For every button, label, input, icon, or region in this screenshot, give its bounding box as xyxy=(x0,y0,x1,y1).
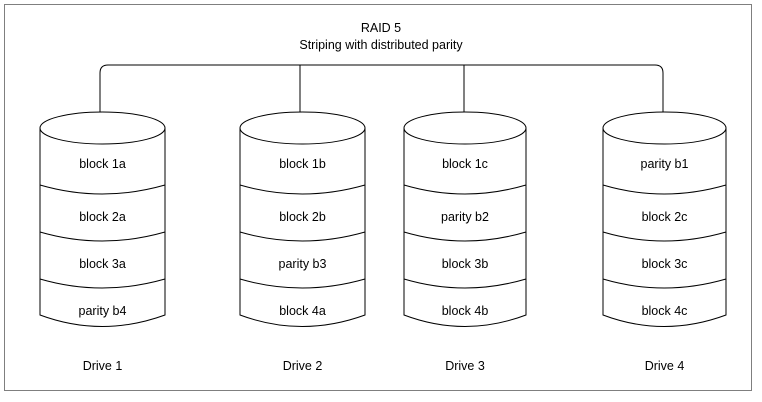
drive-2-block-2: block 2b xyxy=(279,210,326,224)
diagram-subtitle: Striping with distributed parity xyxy=(299,38,463,52)
drive-3-group[interactable]: block 1c parity b2 block 3b block 4b Dri… xyxy=(403,111,527,373)
controller-bus xyxy=(99,64,664,128)
drive-2-divider-2 xyxy=(239,231,366,242)
drive-3-block-1: block 1c xyxy=(442,157,488,171)
drive-3-label: Drive 3 xyxy=(445,359,485,373)
drive-1-cylinder-top xyxy=(39,111,166,145)
drive-4-block-3: block 3c xyxy=(642,257,688,271)
drive-2-block-4: block 4a xyxy=(279,304,326,318)
drive-4-cylinder-body xyxy=(602,127,727,327)
drive-3-block-3: block 3b xyxy=(442,257,489,271)
diagram-title: RAID 5 xyxy=(361,21,401,35)
drive-4-divider-2 xyxy=(602,231,727,242)
drive-1-block-3: block 3a xyxy=(79,257,126,271)
drive-3-divider-3 xyxy=(403,278,527,289)
drive-4-cylinder-top xyxy=(602,111,727,145)
drive-4-block-1: parity b1 xyxy=(641,157,689,171)
drive-3-cylinder-body xyxy=(403,127,527,327)
drive-1-divider-2 xyxy=(39,231,166,242)
drive-1-block-4: parity b4 xyxy=(79,304,127,318)
drive-1-block-1: block 1a xyxy=(79,157,126,171)
drive-4-block-4: block 4c xyxy=(642,304,688,318)
drive-2-divider-1 xyxy=(239,184,366,195)
drive-4-group[interactable]: parity b1 block 2c block 3c block 4c Dri… xyxy=(602,111,727,373)
drive-2-label: Drive 2 xyxy=(283,359,323,373)
drive-1-divider-1 xyxy=(39,184,166,195)
bus-bar xyxy=(99,64,664,128)
drive-1-label: Drive 1 xyxy=(83,359,123,373)
drive-3-divider-1 xyxy=(403,184,527,195)
drive-2-group[interactable]: block 1b block 2b parity b3 block 4a Dri… xyxy=(239,111,366,373)
drive-2-cylinder-body xyxy=(239,127,366,327)
drive-3-divider-2 xyxy=(403,231,527,242)
drive-2-block-1: block 1b xyxy=(279,157,326,171)
drive-1-block-2: block 2a xyxy=(79,210,126,224)
drive-3-block-2: parity b2 xyxy=(441,210,489,224)
drive-4-label: Drive 4 xyxy=(645,359,685,373)
drive-4-divider-3 xyxy=(602,278,727,289)
drive-4-block-2: block 2c xyxy=(642,210,688,224)
drive-2-block-3: parity b3 xyxy=(279,257,327,271)
drive-4-divider-1 xyxy=(602,184,727,195)
drive-2-cylinder-top xyxy=(239,111,366,145)
drive-1-group[interactable]: block 1a block 2a block 3a parity b4 Dri… xyxy=(39,111,166,373)
drive-1-cylinder-body xyxy=(39,127,166,327)
drive-3-block-4: block 4b xyxy=(442,304,489,318)
drive-2-divider-3 xyxy=(239,278,366,289)
drive-3-cylinder-top xyxy=(403,111,527,145)
drive-1-divider-3 xyxy=(39,278,166,289)
diagram-frame-border xyxy=(4,4,752,391)
